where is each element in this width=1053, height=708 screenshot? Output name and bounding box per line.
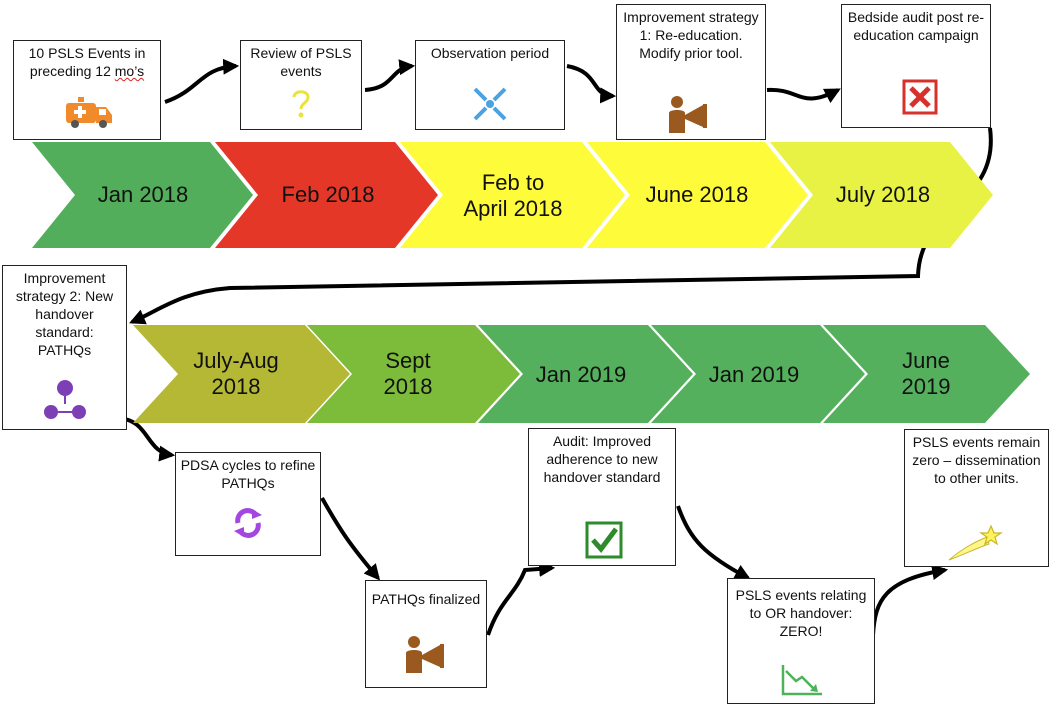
- chevron-sept-2018: [307, 325, 520, 423]
- arrow-observation-to-strategy1: [566, 64, 617, 104]
- review-box: Review of PSLS events: [240, 40, 362, 130]
- pre-events-box: 10 PSLS Events in preceding 12 mo’s: [13, 40, 161, 140]
- chevron-jan-2019-a: [478, 325, 693, 423]
- chevron-jan-2018: [32, 142, 253, 248]
- observation-box: Observation period: [415, 40, 565, 130]
- chevron-label-feb-april-2018: Feb to April 2018: [463, 170, 563, 221]
- arrow-strategy1-to-audit: [766, 87, 841, 104]
- chevron-label-jan-2019-a: Jan 2019: [535, 362, 627, 387]
- strategy2-box: Improvement strategy 2: New handover sta…: [2, 265, 127, 430]
- arrow-pdsa-to-finalized: [320, 497, 381, 581]
- pre-events-line2: preceding 12 mo’s: [29, 63, 145, 79]
- strategy2-text: Improvement strategy 2: New handover sta…: [15, 270, 114, 358]
- chevron-label-sept-2018: Sept 2018: [383, 348, 433, 399]
- chevron-june-2019: [823, 325, 1030, 423]
- pdsa-box: PDSA cycles to refine PATHQs: [175, 452, 321, 556]
- people-network-icon: [44, 380, 86, 419]
- arrow-pre-to-review: [164, 58, 240, 104]
- chevron-label-july-2018: July 2018: [835, 182, 931, 207]
- finalized-box: PATHQs finalized: [365, 580, 487, 688]
- dissemination-text: PSLS events remain zero – dissemination …: [912, 434, 1041, 486]
- arrow-audit-to-zero: [676, 505, 751, 580]
- chevron-label-june-2018: June 2018: [645, 182, 749, 207]
- zero-events-text: PSLS events relating to OR handover: ZER…: [735, 587, 867, 639]
- chevron-feb-april-2018: [400, 142, 625, 248]
- chevron-july-aug-2018: [133, 325, 350, 423]
- chevron-label-jan-2018: Jan 2018: [97, 182, 189, 207]
- arrow-review-to-observation: [364, 59, 416, 92]
- shooting-star-icon: [948, 524, 1003, 561]
- audit-improved-box: Audit: Improved adherence to new handove…: [528, 428, 676, 566]
- downward-trend-icon: [781, 665, 822, 696]
- cycle-arrows-icon: [234, 508, 262, 538]
- chevron-feb-2018: [215, 142, 438, 248]
- ambulance-icon: [66, 97, 112, 128]
- chevron-jan-2019-b: [651, 325, 865, 423]
- pdsa-text: PDSA cycles to refine PATHQs: [180, 457, 316, 491]
- bedside-audit-box: Bedside audit post re-education campaign: [841, 4, 991, 128]
- converging-arrows-icon: [473, 87, 507, 121]
- dissemination-box: PSLS events remain zero – dissemination …: [904, 429, 1049, 567]
- checkmark-icon: [585, 521, 623, 559]
- chevron-label-jan-2019-b: Jan 2019: [708, 362, 800, 387]
- chevron-june-2018: [587, 142, 808, 248]
- arrow-finalized-to-audit: [486, 560, 556, 636]
- bedside-audit-text: Bedside audit post re-education campaign: [847, 9, 985, 43]
- pre-events-line1: 10 PSLS Events in: [28, 45, 146, 61]
- review-text: Review of PSLS events: [250, 45, 352, 79]
- chevron-july-2018: [770, 142, 993, 248]
- arrow-audit-to-strategy2: [129, 127, 993, 325]
- finalized-text: PATHQs finalized: [371, 591, 481, 607]
- zero-events-box: PSLS events relating to OR handover: ZER…: [727, 578, 875, 704]
- megaphone-person-icon: [406, 636, 444, 673]
- audit-improved-text: Audit: Improved adherence to new handove…: [543, 433, 661, 485]
- question-mark-icon: [292, 90, 310, 118]
- megaphone-person-icon: [669, 96, 707, 133]
- observation-text: Observation period: [430, 45, 550, 61]
- strategy1-text: Improvement strategy 1: Re-education. Mo…: [623, 9, 759, 61]
- strategy1-box: Improvement strategy 1: Re-education. Mo…: [616, 4, 766, 140]
- chevron-label-june-2019: June 2019: [901, 348, 951, 399]
- chevron-label-july-aug-2018: July-Aug 2018: [193, 348, 279, 399]
- chevron-label-feb-2018: Feb 2018: [281, 182, 375, 207]
- x-mark-icon: [902, 79, 938, 115]
